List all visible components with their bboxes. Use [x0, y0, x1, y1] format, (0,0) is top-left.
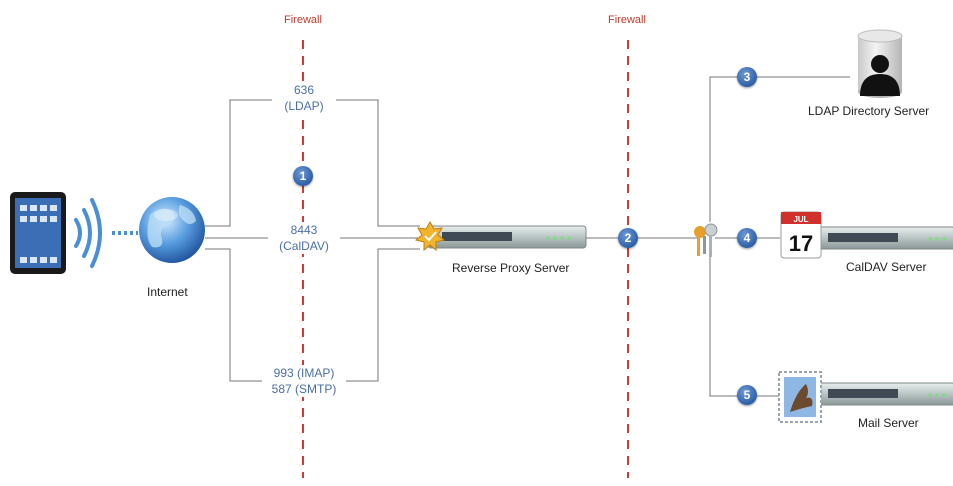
step-badge-1: 1 — [293, 166, 313, 186]
port-caldav-protocol: (CalDAV) — [279, 239, 329, 253]
keys-icon — [694, 223, 718, 257]
step-badge-2: 2 — [618, 228, 638, 248]
step-badge-4: 4 — [737, 228, 757, 248]
calendar-icon: JUL 17 — [780, 211, 822, 259]
port-label-mail: 993 (IMAP) 587 (SMTP) — [262, 365, 346, 397]
calendar-day-text: 17 — [789, 231, 813, 256]
wifi-signal-icon — [74, 198, 102, 268]
caldav-server-label: CalDAV Server — [846, 260, 927, 274]
port-ldap-number: 636 — [293, 83, 315, 97]
mail-server-rack-icon — [814, 382, 953, 406]
firewall-label-right: Firewall — [608, 14, 646, 26]
mail-stamp-icon — [778, 371, 822, 423]
ldap-directory-server-icon — [857, 29, 903, 98]
port-smtp: 587 (SMTP) — [271, 382, 337, 396]
port-label-ldap: 636 (LDAP) — [272, 82, 336, 114]
step-badge-5: 5 — [737, 385, 757, 405]
reverse-proxy-server-icon — [427, 225, 587, 249]
mail-server-label: Mail Server — [858, 416, 919, 430]
certificate-seal-icon — [414, 220, 446, 252]
port-label-caldav: 8443 (CalDAV) — [268, 222, 340, 254]
step-badge-3: 3 — [737, 67, 757, 87]
ipad-icon — [10, 192, 66, 274]
caldav-server-rack-icon — [814, 226, 953, 250]
calendar-month-text: JUL — [793, 215, 808, 224]
ldap-directory-server-label: LDAP Directory Server — [808, 104, 930, 118]
port-ldap-protocol: (LDAP) — [284, 99, 324, 113]
globe-icon — [139, 197, 205, 263]
reverse-proxy-server-label: Reverse Proxy Server — [452, 261, 570, 275]
port-caldav-number: 8443 — [290, 223, 318, 237]
port-imap: 993 (IMAP) — [273, 366, 335, 380]
firewall-label-left: Firewall — [284, 14, 322, 26]
internet-label: Internet — [147, 285, 188, 299]
